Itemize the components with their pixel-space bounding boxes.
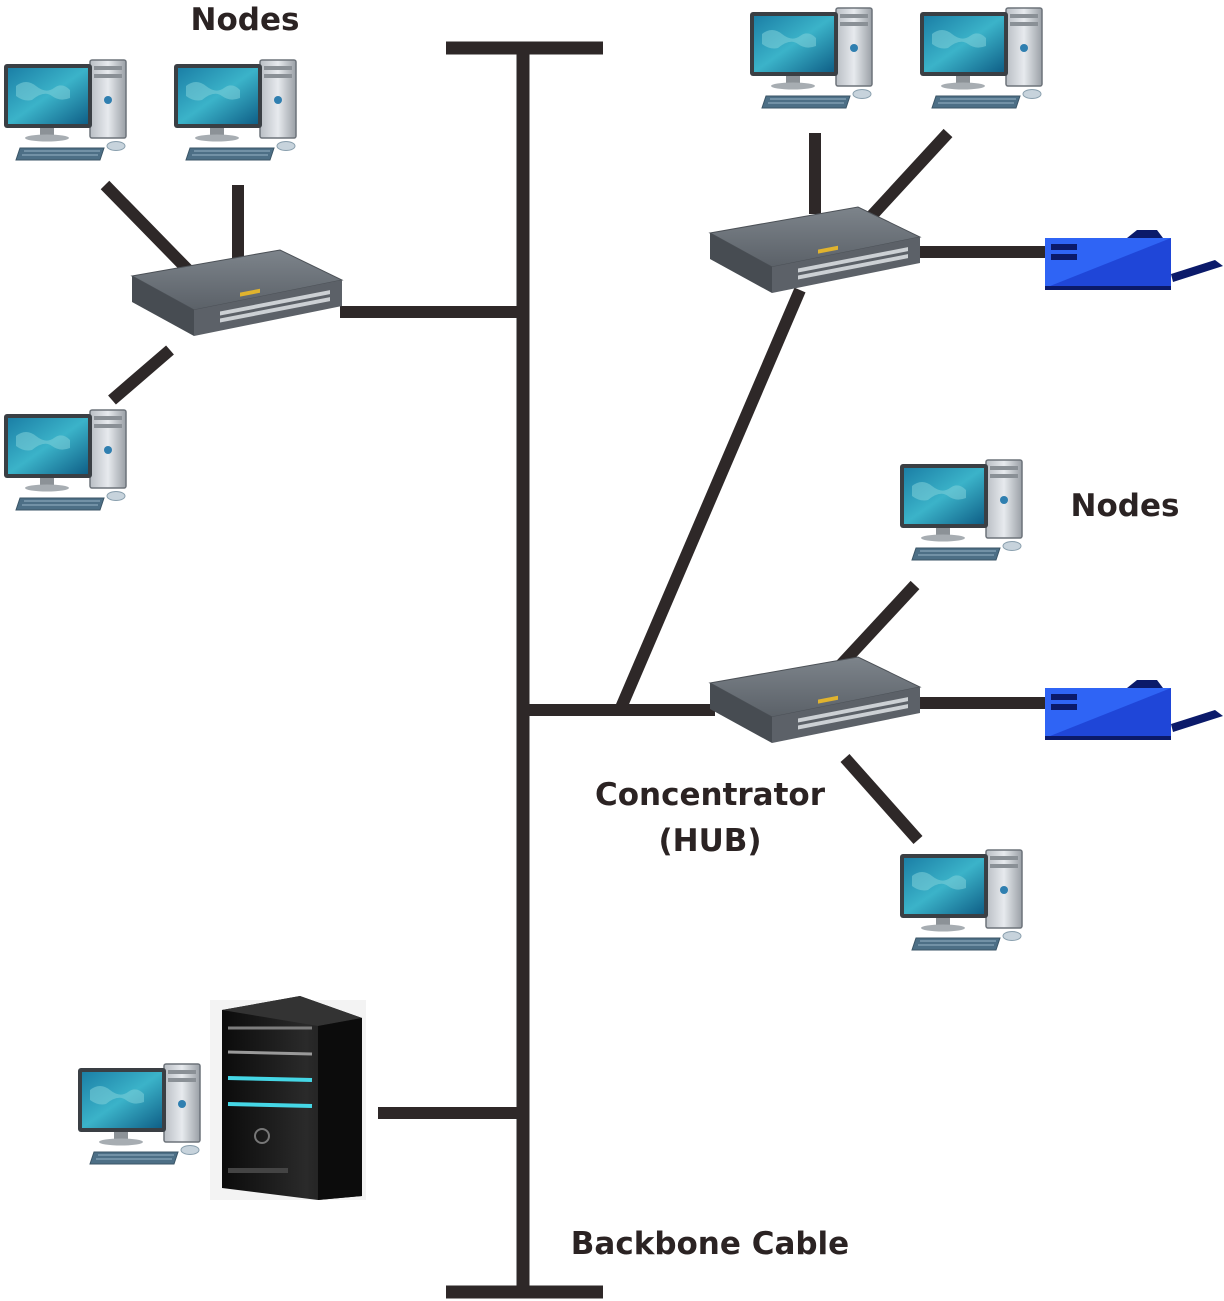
cable-lower-hub-node-low [840,754,923,844]
workstation-icon [749,7,873,109]
printer-icon [1045,680,1223,740]
nodes-label-right: Nodes [1070,488,1180,524]
hub-lower-right-icon [709,656,921,744]
workstation-icon [3,409,127,511]
workstation-icon [77,1063,201,1165]
nodes-label-top: Nodes [190,2,300,38]
cable-ws-left-low [108,345,174,405]
server-icon [210,996,366,1200]
hub-upper-right-icon [709,206,921,294]
hub-left-icon [131,249,343,337]
cable-lower-hub-node [833,580,920,673]
concentrator-label-line2: (HUB) [658,823,762,859]
concentrator-label: Concentrator (HUB) [560,772,860,864]
workstation-icon [919,7,1043,109]
workstation-icon [899,849,1023,951]
workstation-icon [3,59,127,161]
backbone-cable-label: Backbone Cable [570,1226,850,1262]
cable-upper-hub-node-2 [861,128,953,227]
workstation-icon [899,459,1023,561]
cable-hub-to-hub [614,287,806,713]
printer-icon [1045,230,1223,290]
workstation-icon [173,59,297,161]
concentrator-label-line1: Concentrator [594,777,826,813]
cable-ws-top-left [100,180,195,277]
